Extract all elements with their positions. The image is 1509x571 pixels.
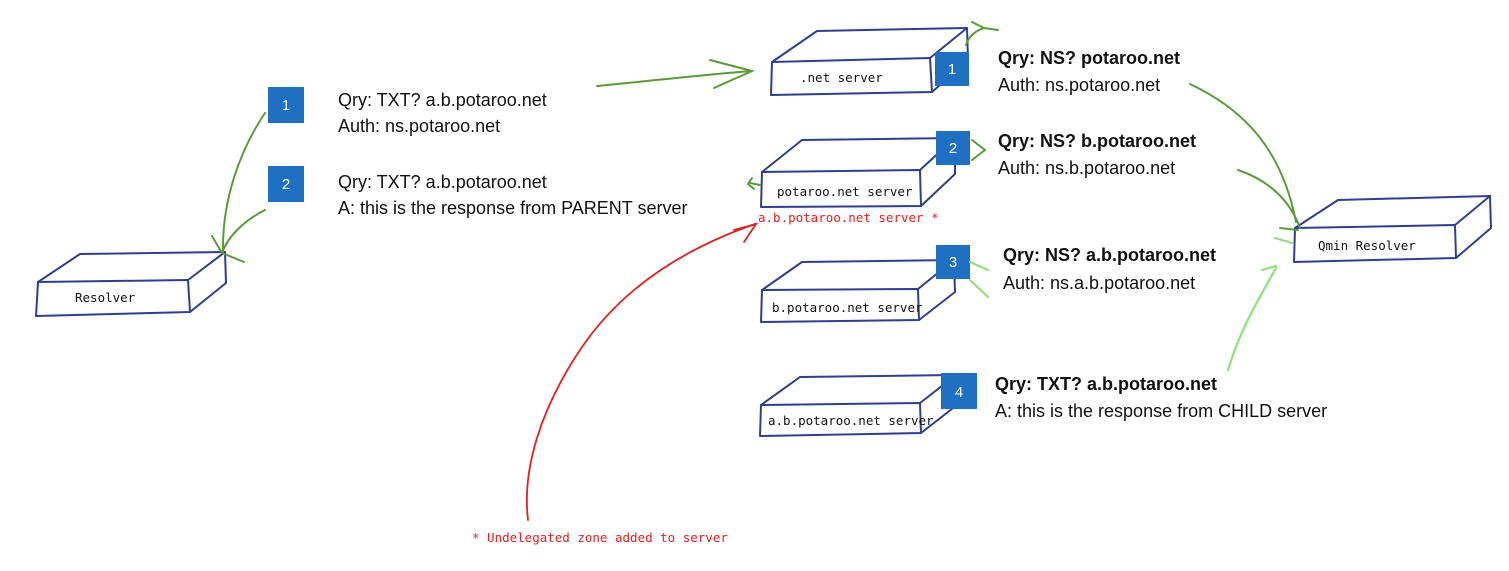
arrow-potaroo-to-qmin	[1237, 169, 1301, 231]
step-badge	[936, 131, 970, 165]
arrow-qmin-to-potaroo	[971, 139, 986, 161]
arrow-ab-potaroo-to-qmin	[1226, 264, 1278, 372]
svg-text:4: 4	[955, 384, 963, 401]
svg-text:3: 3	[949, 254, 957, 271]
arrow-qmin-to-b-potaroo	[968, 260, 990, 299]
arrow-qmin-to-net	[965, 21, 999, 46]
step-query: Qry: NS? b.potaroo.net	[998, 131, 1196, 151]
arrow-undelegated	[525, 222, 759, 521]
step-badge	[941, 373, 977, 409]
right-step-2: 2 Qry: NS? b.potaroo.net Auth: ns.b.pota…	[936, 131, 1196, 178]
arrow-b-potaroo-to-qmin	[1273, 236, 1294, 245]
b-potaroo-server-label: b.potaroo.net server	[772, 300, 923, 315]
b-potaroo-server: b.potaroo.net server	[760, 259, 956, 323]
undelegated-footnote: * Undelegated zone added to server	[472, 530, 728, 545]
arrow-into-potaroo	[746, 177, 761, 190]
left-step-2: 2 Qry: TXT? a.b.potaroo.net A: this is t…	[268, 166, 687, 218]
ab-potaroo-server: a.b.potaroo.net server	[759, 374, 958, 437]
step-answer: A: this is the response from PARENT serv…	[338, 198, 687, 218]
svg-text:1: 1	[282, 97, 290, 114]
arrow-potaroo-to-resolver	[211, 112, 266, 263]
undelegated-annotation: a.b.potaroo.net server *	[758, 210, 939, 225]
net-server-label: .net server	[800, 70, 883, 85]
step-answer: Auth: ns.potaroo.net	[998, 75, 1160, 95]
right-step-1: 1 Qry: NS? potaroo.net Auth: ns.potaroo.…	[935, 48, 1180, 95]
svg-text:2: 2	[282, 176, 290, 193]
qmin-resolver-label: Qmin Resolver	[1318, 238, 1416, 253]
resolver-label: Resolver	[75, 290, 136, 305]
step-answer: Auth: ns.b.potaroo.net	[998, 158, 1175, 178]
step-badge	[268, 166, 304, 202]
step-badge	[936, 245, 970, 279]
step-query: Qry: NS? potaroo.net	[998, 48, 1180, 68]
qmin-resolver-server: Qmin Resolver	[1293, 195, 1492, 263]
svg-text:1: 1	[948, 61, 956, 78]
step-answer: A: this is the response from CHILD serve…	[995, 401, 1327, 421]
step-badge	[268, 87, 304, 123]
potaroo-server: potaroo.net server	[760, 137, 956, 208]
ab-potaroo-server-label: a.b.potaroo.net server	[768, 413, 934, 428]
right-step-4: 4 Qry: TXT? a.b.potaroo.net A: this is t…	[941, 373, 1327, 421]
resolver-server: Resolver	[35, 251, 227, 317]
right-step-3: 3 Qry: NS? a.b.potaroo.net Auth: ns.a.b.…	[936, 245, 1216, 293]
step-badge	[935, 52, 969, 86]
arrow-net-to-qmin	[1189, 83, 1297, 223]
step-query: Qry: TXT? a.b.potaroo.net	[338, 90, 547, 110]
svg-text:2: 2	[949, 140, 957, 157]
step-query: Qry: TXT? a.b.potaroo.net	[995, 374, 1217, 394]
step-query: Qry: TXT? a.b.potaroo.net	[338, 172, 547, 192]
step-answer: Auth: ns.a.b.potaroo.net	[1003, 273, 1195, 293]
left-step-1: 1 Qry: TXT? a.b.potaroo.net Auth: ns.pot…	[268, 87, 547, 136]
arrow-resolver-to-net	[596, 59, 756, 89]
net-server: .net server	[770, 27, 969, 96]
step-query: Qry: NS? a.b.potaroo.net	[1003, 245, 1216, 265]
step-answer: Auth: ns.potaroo.net	[338, 116, 500, 136]
potaroo-server-label: potaroo.net server	[777, 184, 913, 199]
